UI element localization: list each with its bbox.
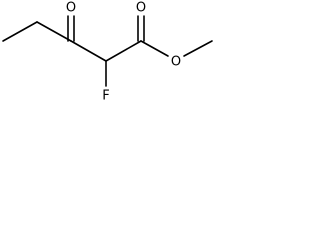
bond-o-methyl: [183, 40, 213, 57]
ester-carbonyl-oxygen-label: O: [136, 1, 146, 16]
ketone-oxygen-label: O: [66, 1, 76, 16]
bond-ch2-c3: [36, 21, 72, 42]
bond-c2-c1: [105, 40, 142, 62]
bond-c1-o-ether: [140, 40, 169, 57]
ester-ether-oxygen-label: O: [171, 55, 181, 70]
structure-canvas: O O O F: [2, 1, 213, 104]
bond-c3-c2: [70, 40, 107, 62]
fluorine-label: F: [102, 89, 109, 104]
bond-ch3-ch2: [2, 21, 38, 42]
